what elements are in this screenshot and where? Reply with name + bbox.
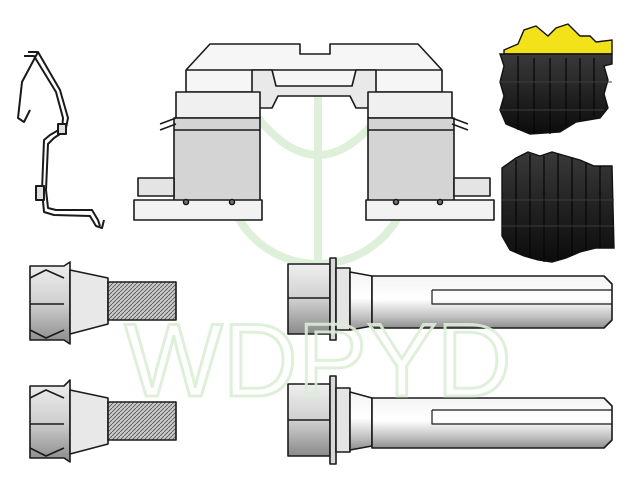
hex-bolt-icon [29,379,177,463]
dust-boot-icon [499,23,613,135]
brake-pad-bracket-icon [133,43,495,221]
guide-pin-icon [287,375,613,465]
dust-boot-icon [501,151,615,263]
spring-clip-icon [17,51,105,229]
watermark-text: WDPYD [124,303,511,419]
guide-pin-icon [287,257,613,341]
hex-bolt-icon [29,261,177,345]
